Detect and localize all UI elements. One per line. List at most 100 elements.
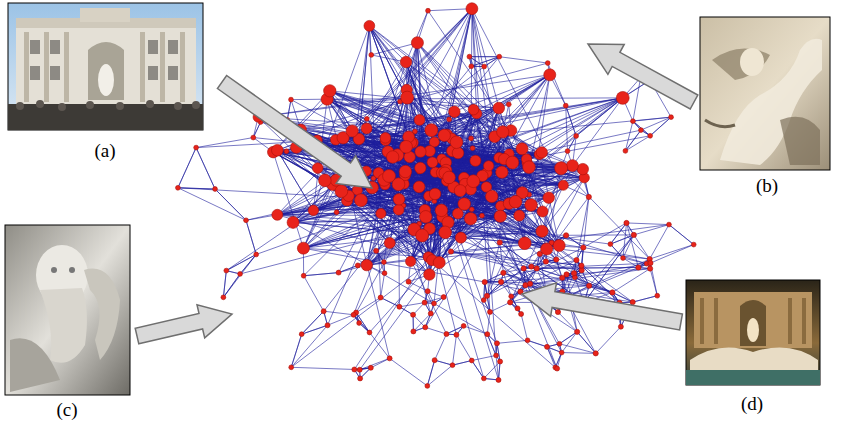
network-edge	[596, 327, 621, 354]
network-node	[432, 301, 437, 306]
network-edge	[427, 360, 434, 386]
network-edge	[444, 135, 559, 343]
network-node	[397, 304, 402, 309]
network-node	[251, 135, 256, 140]
network-node	[289, 365, 294, 370]
network-edge	[240, 254, 256, 273]
network-node	[621, 256, 626, 261]
network-edge	[559, 332, 577, 344]
network-edge	[469, 57, 559, 246]
network-edge	[178, 188, 215, 189]
network-edge	[226, 143, 413, 271]
network-edge	[566, 106, 568, 151]
network-node	[213, 187, 218, 192]
network-edge	[303, 184, 332, 248]
network-edge	[472, 9, 563, 186]
network-edge	[324, 311, 354, 315]
network-edge	[356, 313, 369, 333]
network-edge	[178, 148, 196, 188]
network-edge	[650, 117, 671, 136]
network-edge	[452, 361, 471, 366]
network-edge	[287, 100, 291, 120]
network-edge	[291, 334, 301, 367]
network-edge	[405, 57, 499, 172]
network-node	[284, 149, 289, 154]
network-edge	[291, 334, 301, 367]
network-edge	[610, 244, 623, 258]
network-node	[608, 242, 613, 247]
network-node	[480, 213, 485, 218]
network-edge	[452, 361, 471, 366]
network-node	[411, 329, 416, 334]
network-node	[494, 353, 499, 358]
network-edge	[633, 121, 650, 136]
network-edge	[625, 136, 650, 151]
network-edge	[562, 260, 576, 291]
network-edge	[458, 153, 549, 198]
network-node	[382, 260, 387, 265]
network-edge	[486, 187, 557, 369]
network-edge	[566, 106, 576, 136]
network-edge	[499, 57, 547, 63]
network-node	[368, 365, 373, 370]
network-edge	[472, 361, 484, 379]
network-edge	[178, 148, 196, 188]
network-node	[289, 97, 294, 102]
network-node	[509, 294, 514, 299]
network-node	[244, 218, 249, 223]
network-edge	[417, 43, 527, 163]
network-node	[224, 268, 229, 273]
network-edge	[484, 57, 499, 67]
network-edge	[610, 223, 626, 244]
network-edge	[356, 313, 369, 333]
network-edge	[547, 347, 555, 368]
network-edge	[371, 43, 417, 55]
network-node	[691, 242, 696, 247]
network-edge	[650, 245, 694, 259]
network-node	[461, 324, 466, 329]
network-node	[565, 149, 570, 154]
network-node	[469, 64, 474, 69]
network-edge	[428, 11, 522, 149]
network-edge	[612, 269, 650, 293]
network-edge	[339, 265, 358, 272]
network-node	[485, 332, 490, 337]
network-node	[352, 367, 357, 372]
network-node	[555, 366, 560, 371]
network-edge	[390, 358, 428, 386]
network-node	[444, 332, 449, 337]
network-edge	[581, 197, 588, 266]
network-edge	[430, 229, 457, 335]
network-node	[425, 384, 430, 389]
network-edge	[381, 273, 385, 297]
network-edge	[432, 260, 555, 367]
network-node	[557, 341, 562, 346]
network-edge	[293, 222, 487, 334]
network-edge	[246, 220, 256, 254]
network-node	[387, 356, 392, 361]
network-node	[357, 367, 362, 372]
network-edge	[302, 311, 324, 334]
network-node	[301, 273, 306, 278]
network-edge	[521, 314, 527, 340]
network-edge	[577, 332, 596, 354]
network-edge	[354, 257, 428, 369]
network-node	[469, 136, 474, 141]
network-node	[321, 309, 326, 314]
network-edge	[633, 121, 650, 136]
network-edge	[669, 225, 694, 245]
network-edge	[633, 78, 641, 122]
network-node	[374, 248, 379, 253]
network-edge	[336, 140, 547, 292]
network-edge	[497, 340, 528, 343]
network-edge	[576, 260, 589, 286]
network-edge	[291, 367, 354, 369]
network-node	[221, 295, 226, 300]
network-node	[194, 145, 199, 150]
network-edge	[409, 282, 428, 292]
network-edge	[226, 254, 256, 270]
network-edge	[432, 162, 509, 206]
network-node	[336, 270, 341, 275]
network-edge	[566, 234, 634, 235]
network-edge	[633, 296, 658, 302]
